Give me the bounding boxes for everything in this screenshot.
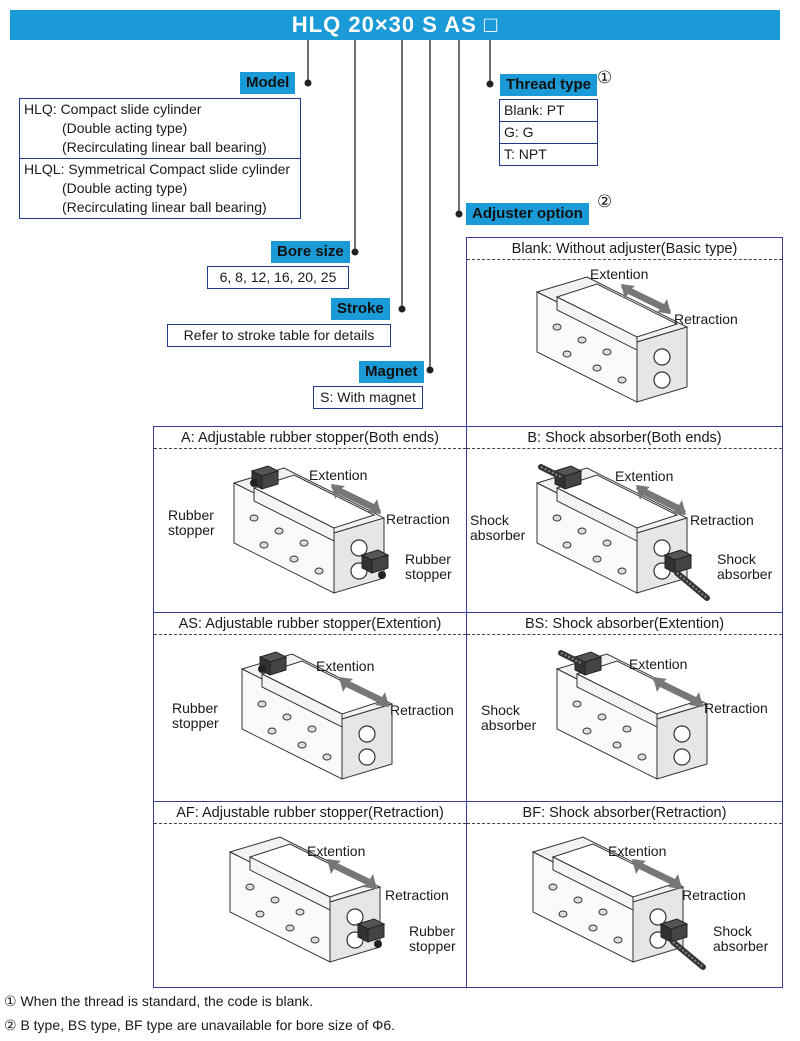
- callout-line: Rubber: [409, 923, 455, 939]
- panel-title: AF: Adjustable rubber stopper(Retraction…: [154, 802, 466, 824]
- retraction-label: Retraction: [682, 887, 746, 903]
- right-callout: Shock absorber: [717, 552, 772, 582]
- extension-label: Extention: [608, 843, 667, 859]
- callout-line: Shock: [713, 923, 752, 939]
- retraction-label: Retraction: [386, 511, 450, 527]
- adjuster-label: Adjuster option: [466, 203, 589, 225]
- model-options-box: HLQ: Compact slide cylinder (Double acti…: [19, 98, 301, 219]
- extension-label: Extention: [615, 468, 674, 484]
- left-callout: Rubber stopper: [172, 701, 219, 731]
- stroke-label: Stroke: [331, 298, 390, 320]
- panel-title: A: Adjustable rubber stopper(Both ends): [154, 427, 466, 449]
- callout-line: stopper: [168, 522, 215, 538]
- right-callout: Rubber stopper: [409, 924, 456, 954]
- cylinder-illustration: [555, 650, 709, 780]
- stroke-text: Refer to stroke table for details: [183, 327, 375, 343]
- thread-option: T: NPT: [504, 146, 547, 162]
- magnet-label: Magnet: [359, 361, 424, 383]
- model-option-hlq: HLQ: Compact slide cylinder (Double acti…: [20, 99, 300, 159]
- motion-arrow: [621, 284, 671, 314]
- thread-option: Blank: PT: [500, 100, 597, 122]
- model-option-text: HLQL: Symmetrical Compact slide cylinder: [24, 161, 291, 177]
- callout-line: Rubber: [168, 507, 214, 523]
- thread-options-box: Blank: PT G: G T: NPT: [499, 99, 598, 166]
- model-option-text: (Double acting type): [62, 120, 188, 136]
- retraction-label: Retraction: [690, 512, 754, 528]
- stroke-box: Refer to stroke table for details: [167, 324, 391, 347]
- thread-option: G: G: [500, 122, 597, 144]
- panel-blank: Blank: Without adjuster(Basic type) Exte…: [466, 237, 783, 427]
- panel-bs: BS: Shock absorber(Extention) Extention …: [466, 612, 783, 802]
- model-label: Model: [240, 72, 296, 94]
- model-option-text: (Recirculating linear ball bearing): [62, 199, 267, 215]
- cylinder-illustration: [531, 836, 706, 970]
- callout-line: Rubber: [172, 700, 218, 716]
- panel-af: AF: Adjustable rubber stopper(Retraction…: [153, 801, 467, 988]
- motion-arrow: [339, 677, 389, 707]
- panel-b: B: Shock absorber(Both ends) Extention R…: [466, 426, 783, 613]
- panel-title: BS: Shock absorber(Extention): [467, 613, 782, 635]
- panel-bf: BF: Shock absorber(Retraction) Extention…: [466, 801, 783, 988]
- magnet-box: S: With magnet: [313, 386, 423, 409]
- cylinder-illustration: [228, 836, 386, 963]
- panel-title: AS: Adjustable rubber stopper(Extention): [154, 613, 466, 635]
- thread-label: Thread type: [500, 74, 598, 96]
- callout-line: Shock: [717, 551, 756, 567]
- adjuster-footnote-mark: ②: [597, 192, 613, 211]
- model-option-text: HLQ: Compact slide cylinder: [24, 101, 202, 117]
- footnote-1: ① When the thread is standard, the code …: [4, 993, 314, 1009]
- panel-as: AS: Adjustable rubber stopper(Extention)…: [153, 612, 467, 802]
- callout-line: Shock: [481, 702, 520, 718]
- left-callout: Shock absorber: [481, 703, 536, 733]
- extension-label: Extention: [629, 656, 688, 672]
- callout-line: Rubber: [405, 551, 451, 567]
- leader-lines: [304, 40, 494, 374]
- extension-label: Extention: [309, 467, 368, 483]
- panel-title: BF: Shock absorber(Retraction): [467, 802, 782, 824]
- retraction-label: Retraction: [674, 311, 738, 327]
- model-option-text: (Recirculating linear ball bearing): [62, 139, 267, 155]
- callout-line: absorber: [717, 566, 773, 582]
- retraction-label: Retraction: [390, 702, 454, 718]
- motion-arrow: [636, 485, 686, 515]
- panel-title: B: Shock absorber(Both ends): [467, 427, 782, 449]
- bore-label: Bore size: [271, 241, 350, 263]
- extension-label: Extention: [316, 658, 375, 674]
- motion-arrow: [327, 859, 377, 889]
- cylinder-illustration: [535, 464, 710, 601]
- panel-title: Blank: Without adjuster(Basic type): [467, 238, 782, 260]
- callout-line: absorber: [713, 938, 769, 954]
- callout-line: stopper: [172, 715, 219, 731]
- model-option-hlql: HLQL: Symmetrical Compact slide cylinder…: [20, 159, 300, 218]
- footnote-2: ② B type, BS type, BF type are unavailab…: [4, 1017, 396, 1033]
- model-option-text: (Double acting type): [62, 180, 188, 196]
- right-callout: Rubber stopper: [405, 552, 452, 582]
- motion-arrow: [653, 677, 703, 707]
- cylinder-illustration: [535, 276, 689, 403]
- callout-line: absorber: [481, 717, 537, 733]
- bore-values: 6, 8, 12, 16, 20, 25: [219, 269, 337, 285]
- callout-line: Shock: [470, 512, 509, 528]
- header-bar: HLQ 20×30 S AS □: [10, 10, 780, 40]
- cylinder-illustration: [240, 651, 394, 780]
- retraction-label: Retraction: [704, 700, 768, 716]
- callout-line: stopper: [405, 566, 452, 582]
- retraction-label: Retraction: [385, 887, 449, 903]
- motion-arrow: [632, 859, 682, 889]
- left-callout: Rubber stopper: [168, 508, 215, 538]
- extension-label: Extention: [590, 266, 649, 282]
- motion-arrow: [331, 484, 381, 514]
- magnet-text: S: With magnet: [320, 389, 416, 405]
- right-callout: Shock absorber: [713, 924, 768, 954]
- cylinder-illustration: [232, 465, 390, 594]
- extension-label: Extention: [307, 843, 366, 859]
- thread-footnote-mark: ①: [597, 68, 613, 87]
- model-code: HLQ 20×30 S AS □: [291, 12, 499, 37]
- bore-values-box: 6, 8, 12, 16, 20, 25: [207, 266, 349, 289]
- callout-line: stopper: [409, 938, 456, 954]
- callout-line: absorber: [470, 527, 526, 543]
- left-callout: Shock absorber: [470, 513, 525, 543]
- panel-a: A: Adjustable rubber stopper(Both ends) …: [153, 426, 467, 613]
